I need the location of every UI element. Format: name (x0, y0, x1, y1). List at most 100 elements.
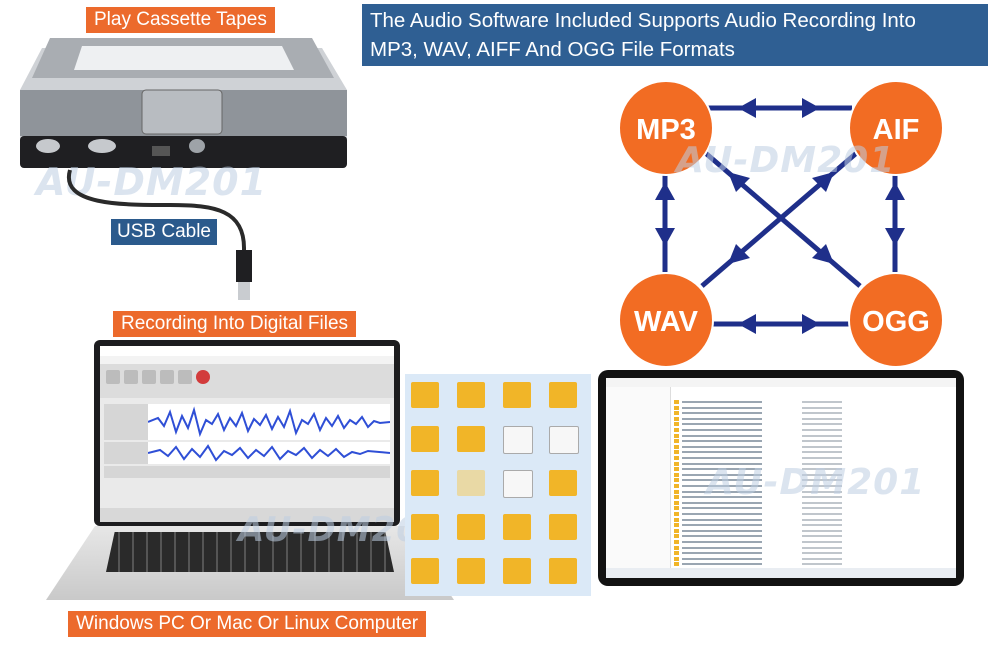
folder-icon (674, 428, 679, 432)
folder-icon (409, 554, 443, 594)
folder-icon (674, 416, 679, 421)
waveform-1 (148, 404, 390, 440)
format-node-wav: WAV (618, 272, 714, 368)
app-status-bar (100, 508, 394, 522)
file-row (674, 495, 874, 500)
folder-icon (674, 456, 679, 460)
format-diagram: MP3 AIF WAV OGG (610, 78, 990, 370)
folder-icon (409, 422, 443, 462)
folder-icon (455, 378, 489, 418)
file-explorer-window (606, 378, 956, 578)
audio-track-2 (104, 442, 390, 464)
file-row (674, 444, 874, 450)
file-row (674, 422, 874, 427)
file-row (674, 540, 874, 545)
camera-icon (455, 466, 489, 506)
app-menu-bar (100, 356, 394, 364)
file-row (674, 428, 874, 433)
skip-end-icon (178, 370, 192, 384)
laptop-keyboard (106, 532, 394, 572)
file-row (674, 556, 874, 562)
headline-line-2: MP3, WAV, AIFF And OGG File Formats (370, 38, 735, 61)
folder-icon (674, 400, 679, 404)
file-row (674, 405, 874, 411)
folder-icon (501, 510, 535, 550)
file-row (674, 551, 874, 556)
folder-icon (455, 554, 489, 594)
folder-icon (674, 534, 679, 539)
folder-icon (674, 562, 679, 567)
file-row (674, 506, 874, 511)
folder-icon (455, 510, 489, 550)
folder-icon (674, 506, 679, 511)
play-cassette-label: Play Cassette Tapes (86, 7, 275, 33)
file-row (674, 512, 874, 517)
label-track (104, 466, 390, 478)
folder-grid (405, 374, 591, 596)
file-row (674, 489, 874, 495)
file-row (674, 433, 874, 439)
folder-icon (409, 378, 443, 418)
computer-label: Windows PC Or Mac Or Linux Computer (68, 611, 427, 637)
folder-icon (547, 422, 581, 462)
file-row (674, 562, 874, 567)
folder-icon (501, 466, 535, 506)
folder-icon (674, 500, 679, 505)
file-row (674, 472, 874, 478)
folder-icon (674, 489, 679, 494)
folder-icon (674, 450, 679, 455)
folder-icon (674, 444, 679, 449)
skip-start-icon (160, 370, 174, 384)
file-row (674, 411, 874, 416)
file-row (674, 416, 874, 422)
laptop-icon (40, 332, 460, 604)
waveform-2 (148, 442, 390, 464)
folder-icon (674, 439, 679, 444)
watermark-tablet: AU-DM201 (706, 462, 926, 503)
file-row (674, 461, 874, 467)
explorer-nav-pane (606, 387, 671, 568)
file-row (674, 534, 874, 539)
folder-icon (674, 512, 679, 516)
transport-toolbar (100, 364, 394, 398)
folder-icon (674, 528, 679, 533)
folder-icon (547, 466, 581, 506)
file-row (674, 523, 874, 528)
file-row (674, 484, 874, 489)
file-row (674, 400, 874, 405)
folder-icon (674, 478, 679, 483)
folder-icon (674, 545, 679, 550)
headline-line-1: The Audio Software Included Supports Aud… (370, 9, 916, 32)
file-row (674, 528, 874, 534)
folder-icon (501, 378, 535, 418)
folder-icon (674, 467, 679, 472)
folder-icon (674, 523, 679, 528)
folder-icon (501, 554, 535, 594)
folder-icon (674, 411, 679, 416)
taskbar (606, 568, 956, 578)
folder-icon (547, 378, 581, 418)
folder-icon (674, 495, 679, 500)
watermark-cassette: AU-DM201 (36, 160, 268, 204)
folder-icon (547, 510, 581, 550)
file-row (674, 500, 874, 506)
explorer-title-bar (606, 378, 956, 387)
format-node-mp3: MP3 (618, 80, 714, 176)
folder-icon (674, 517, 679, 522)
folder-icon (409, 466, 443, 506)
folder-icon (674, 540, 679, 544)
usb-cable-label: USB Cable (111, 219, 217, 245)
folder-icon (409, 510, 443, 550)
file-row (674, 439, 874, 444)
file-row (674, 545, 874, 551)
stop-icon (142, 370, 156, 384)
headline-banner: The Audio Software Included Supports Aud… (362, 4, 988, 66)
format-node-ogg: OGG (848, 272, 944, 368)
folder-icon (674, 433, 679, 438)
recording-label: Recording Into Digital Files (113, 311, 357, 337)
folder-icon (674, 422, 679, 427)
laptop-screen (94, 340, 400, 526)
folder-icon (501, 422, 535, 462)
folder-icon (674, 484, 679, 488)
folder-icon (674, 556, 679, 561)
